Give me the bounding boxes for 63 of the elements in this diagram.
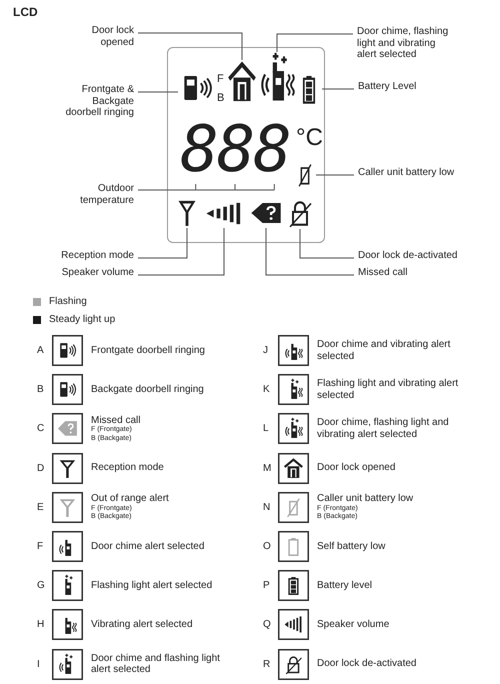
description: Flashing light alert selected [91, 580, 214, 592]
callout-text: Battery Level [358, 81, 448, 92]
callout-text: Reception mode [30, 250, 134, 262]
leader-line [316, 174, 354, 176]
callout-text: Door lock opened [70, 25, 134, 48]
description: Frontgate doorbell ringing [91, 344, 206, 356]
leader-line [322, 88, 354, 90]
description: Reception mode [91, 462, 165, 474]
leader-line [138, 32, 242, 60]
row-letter: B [37, 384, 44, 396]
description: Door chime alert selected [91, 540, 206, 552]
row-letter: O [263, 541, 271, 552]
row-letter: C [37, 423, 44, 435]
row-letter: N [263, 502, 270, 514]
description: Out of range alert [91, 493, 170, 504]
description: Backgate doorbell ringing [91, 384, 205, 396]
segment-letter: F [217, 74, 224, 85]
row-letter: H [37, 619, 44, 631]
description: Door chime and vibrating alert selected [317, 339, 452, 362]
row-letter: M [263, 462, 272, 474]
leader-line [266, 228, 354, 276]
row-letter: L [263, 423, 269, 435]
row-letter: J [263, 345, 268, 356]
leader-line [300, 228, 354, 258]
row-letter: F [37, 541, 44, 552]
row-letter: A [37, 345, 44, 356]
row-letter: G [37, 580, 45, 592]
description: Door lock opened [317, 462, 396, 474]
legend-text: Steady light up [49, 314, 116, 326]
legend-text: Flashing [49, 296, 87, 308]
title: LCD [13, 5, 38, 19]
description: Door chime, flashing light and vibrating alert selected [317, 417, 450, 440]
row-letter: E [37, 502, 44, 514]
description: Caller unit battery low [317, 493, 414, 504]
leader-line [276, 34, 354, 52]
callout-text: Door chime, flashing light and vibrating alert selected [357, 26, 457, 60]
house-icon [226, 60, 258, 104]
description: Speaker volume [317, 619, 390, 631]
description: Door chime and flashing light alert selected [91, 652, 221, 676]
leader-line [138, 184, 275, 190]
segment-letter: B [217, 93, 224, 104]
callout-text: Outdoor temperature [60, 183, 134, 206]
unit-symbol: °C [296, 126, 323, 150]
leader-line [138, 228, 224, 276]
callout-text: Missed call [358, 267, 458, 278]
segment-digits: 888 [176, 116, 294, 184]
row-letter: K [263, 384, 270, 396]
row-letter: Q [263, 619, 271, 631]
description: Vibrating alert selected [91, 619, 194, 631]
description: Flashing light and vibrating alert selected [317, 378, 460, 402]
callout-text: Caller unit battery low [358, 167, 488, 178]
leader-line [138, 228, 188, 258]
description: Missed call [91, 414, 142, 426]
description: Battery level [317, 580, 374, 592]
description: Door lock de-activated [317, 658, 418, 670]
row-letter: I [37, 658, 40, 670]
description: Self battery low [317, 540, 386, 552]
callout-text: Speaker volume [30, 267, 134, 278]
callout-text: Frontgate & Backgate doorbell ringing [55, 84, 134, 118]
row-letter: R [263, 658, 270, 670]
callout-text: Door lock de-activated [358, 250, 488, 262]
row-letter: D [37, 462, 44, 474]
row-letter: P [263, 580, 270, 592]
